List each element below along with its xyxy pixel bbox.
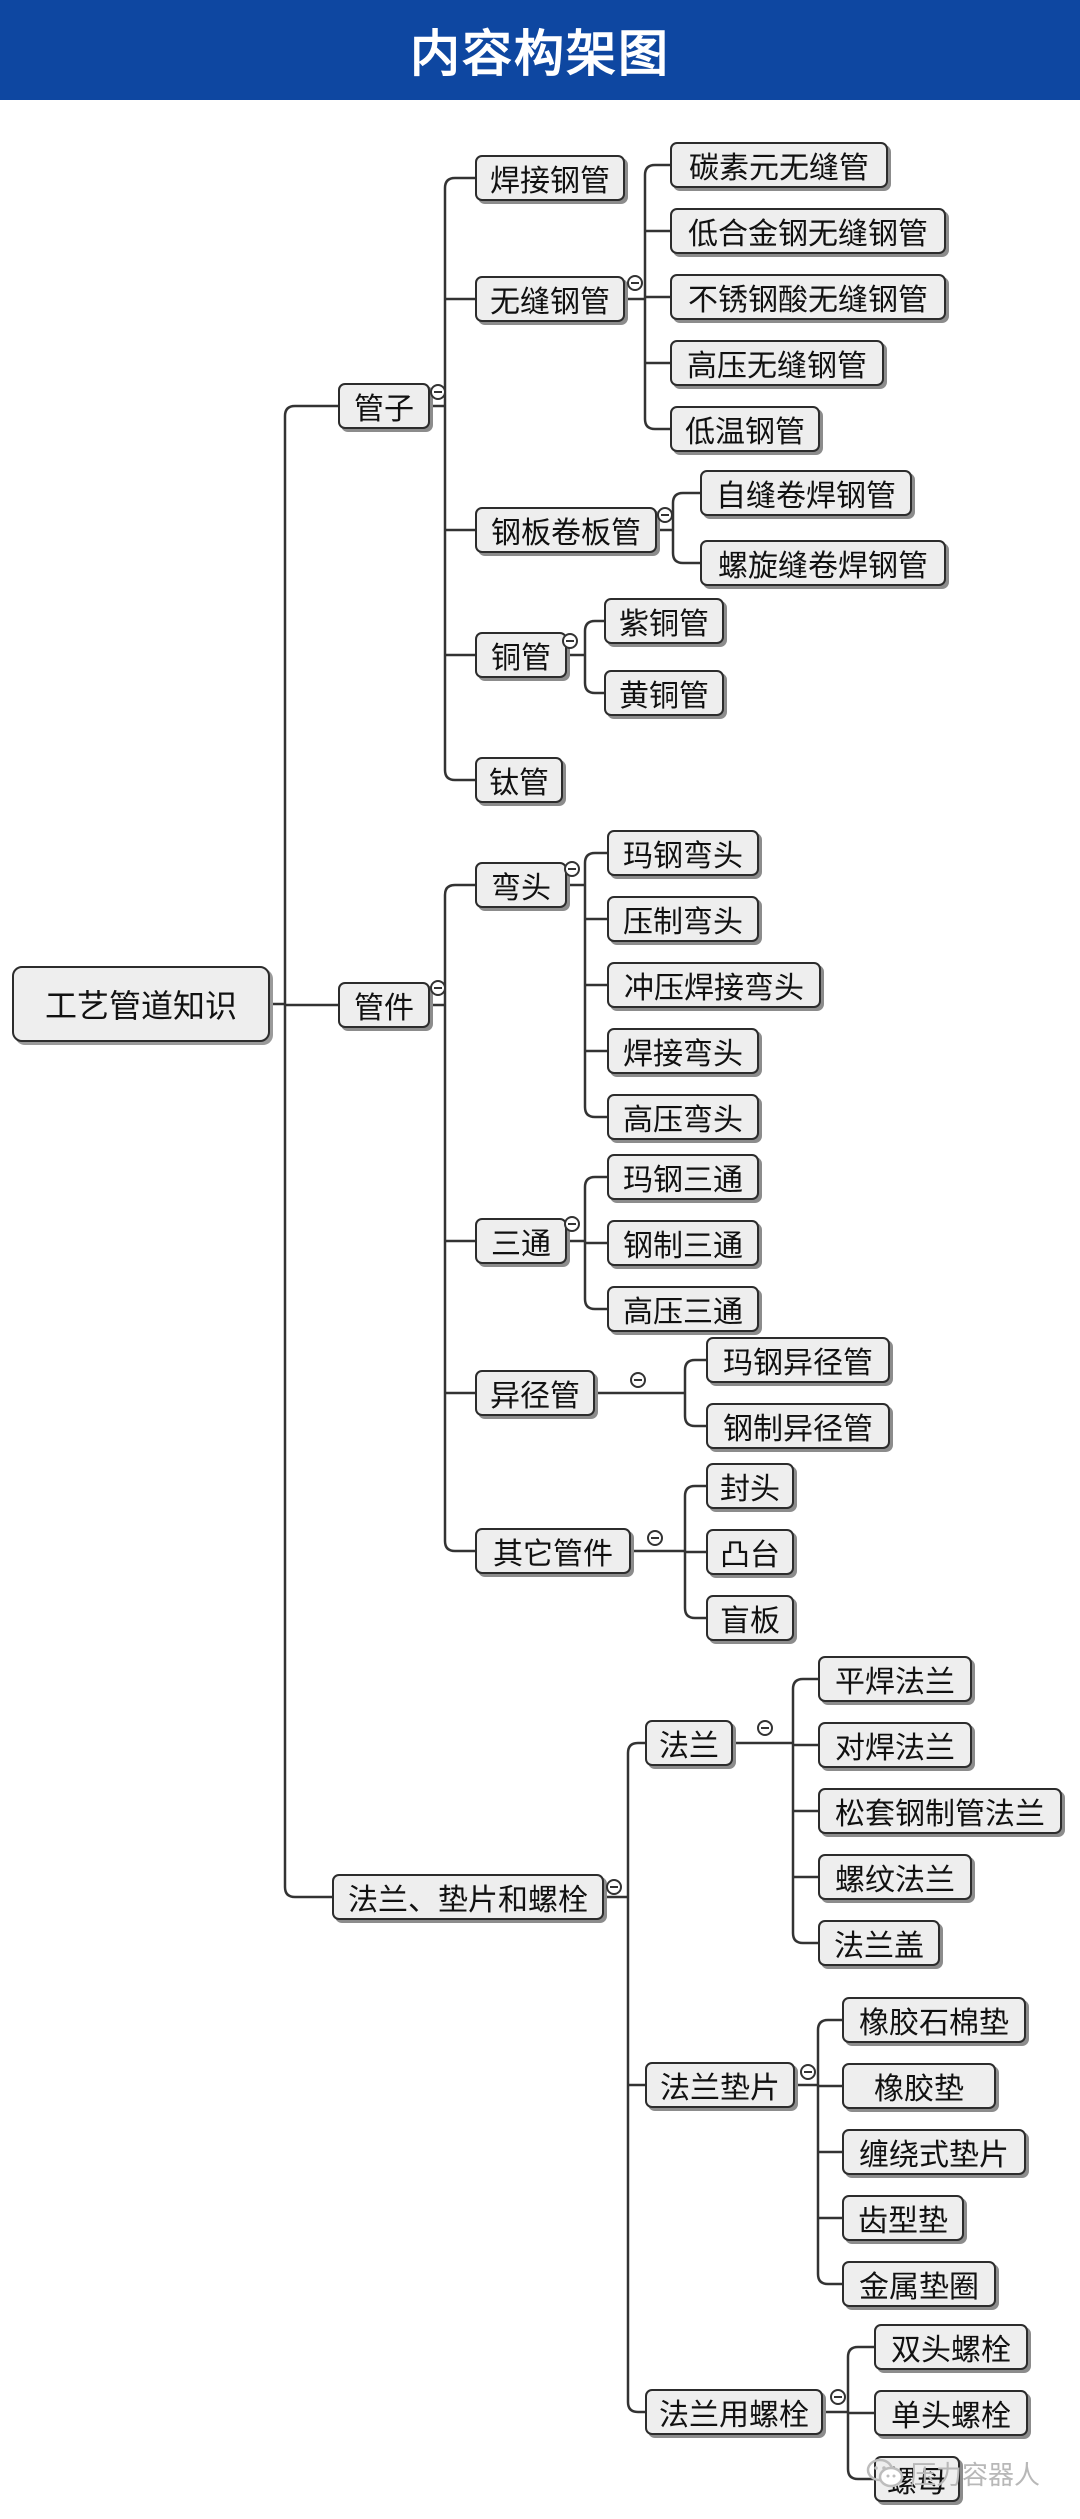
leaf-node-2-1-4[interactable]: 焊接弯头 [607,1028,759,1074]
collapse-icon[interactable] [564,861,580,877]
leaf-node-1-2-5[interactable]: 低温钢管 [670,406,820,452]
page-title: 内容构架图 [410,25,670,83]
branch-node-3[interactable]: 法兰、垫片和螺栓 [332,1874,604,1920]
leaf-node-1-4-1[interactable]: 紫铜管 [604,598,724,644]
collapse-icon[interactable] [647,1530,663,1546]
sub-node-2-2[interactable]: 三通 [475,1218,567,1264]
leaf-node-1-2-4[interactable]: 高压无缝钢管 [670,340,884,386]
watermark-text: 压力容器人 [910,2460,1041,2491]
collapse-icon[interactable] [627,275,643,291]
leaf-node-1-2-2[interactable]: 低合金钢无缝钢管 [670,208,946,254]
connector-line [671,530,700,565]
connector-line [583,1175,607,1241]
connector-line [583,655,604,695]
sub-node-1-2[interactable]: 无缝钢管 [475,276,625,322]
connector-line [846,2345,874,2412]
leaf-node-1-3-1[interactable]: 自缝卷焊钢管 [700,470,912,516]
leaf-node-3-1-3[interactable]: 松套钢制管法兰 [818,1788,1062,1834]
sub-node-1-1[interactable]: 焊接钢管 [475,155,625,201]
branch-node-2[interactable]: 管件 [338,982,430,1028]
leaf-node-2-2-3[interactable]: 高压三通 [607,1286,759,1332]
sub-node-2-3[interactable]: 异径管 [475,1370,595,1416]
connector-line [791,1677,818,1743]
sub-node-3-1[interactable]: 法兰 [645,1720,733,1766]
leaf-node-2-4-2[interactable]: 凸台 [706,1529,794,1575]
connector-line [643,299,670,431]
leaf-node-1-2-3[interactable]: 不锈钢酸无缝钢管 [670,274,946,320]
sub-node-3-2[interactable]: 法兰垫片 [645,2062,795,2108]
connector-line [846,2412,874,2481]
leaf-node-2-4-1[interactable]: 封头 [706,1463,794,1509]
connector-line [443,176,475,406]
root-node[interactable]: 工艺管道知识 [12,966,270,1042]
leaf-node-2-1-5[interactable]: 高压弯头 [607,1094,759,1140]
connector-line [443,1005,475,1553]
connector-line [283,404,338,1004]
branch-node-1[interactable]: 管子 [338,383,430,429]
header-bar: 内容构架图 [0,0,1080,100]
leaf-node-2-3-2[interactable]: 钢制异径管 [706,1403,890,1449]
connector-line [643,163,670,299]
collapse-icon[interactable] [657,507,673,523]
leaf-node-1-3-2[interactable]: 螺旋缝卷焊钢管 [700,540,946,586]
leaf-node-3-2-4[interactable]: 齿型垫 [842,2195,964,2241]
sub-node-2-4[interactable]: 其它管件 [475,1528,631,1574]
collapse-icon[interactable] [606,1879,622,1895]
collapse-icon[interactable] [430,384,446,400]
leaf-node-1-4-2[interactable]: 黄铜管 [604,670,724,716]
leaf-node-3-2-3[interactable]: 缠绕式垫片 [842,2129,1026,2175]
connector-line [791,1743,818,1945]
collapse-icon[interactable] [800,2064,816,2080]
collapse-icon[interactable] [562,633,578,649]
leaf-node-3-3-1[interactable]: 双头螺栓 [874,2324,1028,2370]
connector-line [816,2085,842,2286]
connector-line [443,883,475,1005]
connector-line [583,851,607,885]
collapse-icon[interactable] [630,1372,646,1388]
connector-line [583,1241,607,1311]
leaf-node-3-2-2[interactable]: 橡胶垫 [842,2063,996,2109]
leaf-node-3-1-4[interactable]: 螺纹法兰 [818,1854,972,1900]
watermark: 压力容器人 [866,2455,1040,2491]
leaf-node-3-1-5[interactable]: 法兰盖 [818,1920,940,1966]
leaf-node-2-1-2[interactable]: 压制弯头 [607,896,759,942]
connector-line [683,1358,706,1393]
collapse-icon[interactable] [430,980,446,996]
leaf-node-2-1-3[interactable]: 冲压焊接弯头 [607,962,821,1008]
connector-line [626,1741,645,1897]
leaf-node-3-1-2[interactable]: 对焊法兰 [818,1722,972,1768]
connector-line [443,406,475,782]
wechat-icon [866,2458,904,2488]
leaf-node-3-3-2[interactable]: 单头螺栓 [874,2390,1028,2436]
connector-line [816,2018,842,2085]
connector-line [683,1484,706,1551]
leaf-node-2-2-2[interactable]: 钢制三通 [607,1220,759,1266]
leaf-node-3-1-1[interactable]: 平焊法兰 [818,1656,972,1702]
sub-node-1-5[interactable]: 钛管 [475,757,563,803]
leaf-node-1-2-1[interactable]: 碳素元无缝管 [670,142,888,188]
sub-node-3-3[interactable]: 法兰用螺栓 [645,2389,823,2435]
leaf-node-2-3-1[interactable]: 玛钢异径管 [706,1337,890,1383]
sub-node-2-1[interactable]: 弯头 [475,862,567,908]
leaf-node-2-4-3[interactable]: 盲板 [706,1595,794,1641]
connector-line [583,885,607,1119]
connector-line [683,1393,706,1428]
leaf-node-2-2-1[interactable]: 玛钢三通 [607,1154,759,1200]
connector-line [283,1004,332,1899]
leaf-node-2-1-1[interactable]: 玛钢弯头 [607,830,759,876]
leaf-node-3-2-5[interactable]: 金属垫圈 [842,2261,996,2307]
sub-node-1-3[interactable]: 钢板卷板管 [475,507,657,553]
connector-line [671,491,700,530]
connector-line [683,1551,706,1620]
connector-line [583,619,604,655]
collapse-icon[interactable] [830,2389,846,2405]
connector-line [626,1897,645,2414]
sub-node-1-4[interactable]: 铜管 [475,632,567,678]
collapse-icon[interactable] [564,1216,580,1232]
leaf-node-3-2-1[interactable]: 橡胶石棉垫 [842,1997,1026,2043]
collapse-icon[interactable] [757,1720,773,1736]
